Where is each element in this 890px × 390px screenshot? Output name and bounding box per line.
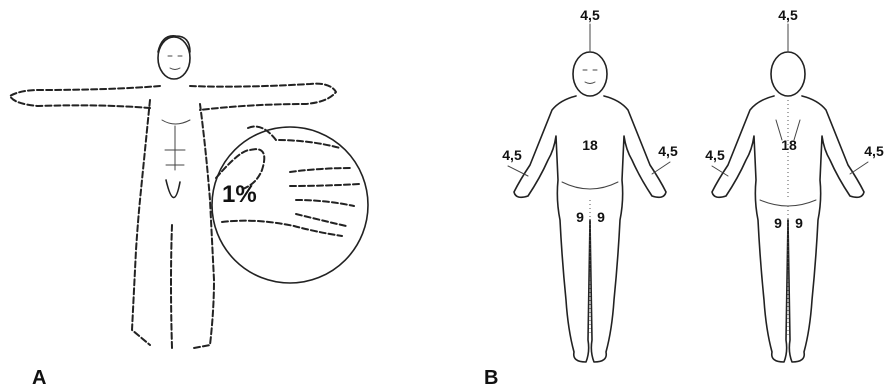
magnified-finger-1 [248, 127, 340, 149]
palm-percent-label: 1% [222, 181, 257, 208]
back-right-arm-value: 4,5 [864, 143, 884, 159]
front-left-arm-value: 4,5 [502, 147, 522, 163]
panel-b-label: B [484, 367, 498, 389]
front-face [583, 70, 597, 84]
panel-a-label: A [32, 367, 46, 389]
panel-a-groin [166, 180, 180, 198]
front-waist-line [562, 182, 618, 189]
magnified-finger-2 [290, 168, 360, 186]
back-left-arm-value: 4,5 [705, 147, 725, 163]
back-torso-value: 18 [781, 137, 797, 153]
front-left-leg-value: 9 [576, 209, 584, 225]
panel-a-head [158, 37, 190, 79]
front-left-arm-pointer [508, 166, 528, 176]
panel-a-right-arm [190, 84, 336, 110]
panel-a-left-arm [10, 86, 160, 108]
front-torso-value: 18 [582, 137, 598, 153]
magnified-palm-edge [222, 221, 342, 236]
front-left-outline [514, 96, 590, 362]
front-right-outline [590, 96, 666, 362]
panel-a-chest-lines [162, 120, 190, 170]
back-head-value: 4,5 [778, 7, 798, 23]
front-right-arm-pointer [652, 162, 670, 174]
back-right-leg-value: 9 [795, 215, 803, 231]
back-buttocks-line [760, 200, 816, 206]
panel-b-back-figure [712, 24, 868, 362]
front-right-leg-value: 9 [597, 209, 605, 225]
back-left-leg-value: 9 [774, 215, 782, 231]
front-head-value: 4,5 [580, 7, 600, 23]
back-right-arm-pointer [850, 162, 868, 174]
front-head [573, 52, 607, 96]
panel-a-right-side [194, 104, 214, 348]
panel-b-front-figure [508, 24, 670, 362]
magnified-finger-3 [296, 200, 354, 226]
panel-a-leg-split [171, 225, 172, 348]
panel-a-face [168, 56, 182, 70]
back-head [771, 52, 805, 96]
panel-a-figure [10, 36, 368, 348]
panel-a-left-side [132, 100, 150, 345]
front-right-arm-value: 4,5 [658, 143, 678, 159]
